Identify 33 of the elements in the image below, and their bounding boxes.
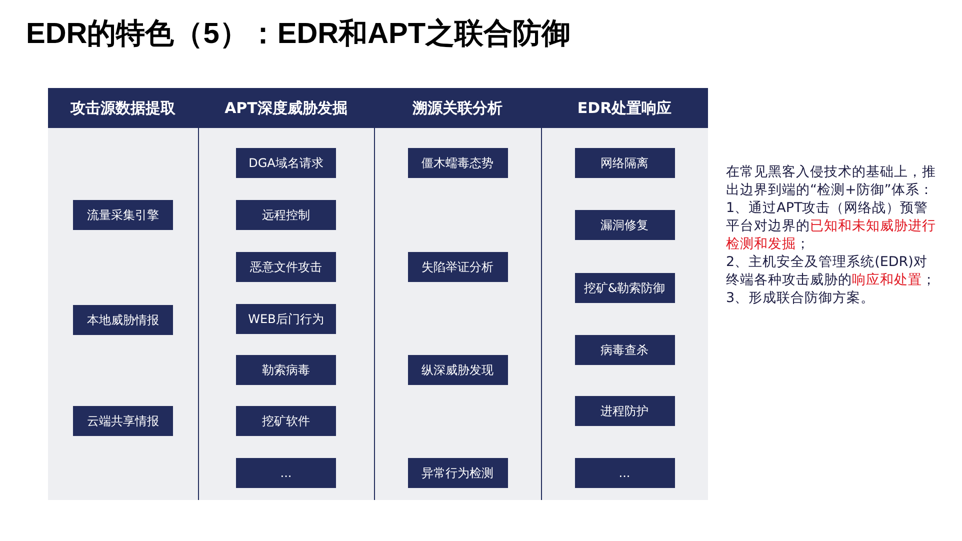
description-paragraph: 1、通过APT攻击（网络战）预警平台对边界的已知和未知威胁进行检测和发掘；: [726, 199, 937, 253]
description-paragraph: 2、主机安全及管理系统(EDR)对终端各种攻击威胁的响应和处置；: [726, 253, 937, 289]
item-box: 远程控制: [236, 200, 336, 230]
table-column: [541, 88, 708, 500]
item-box: ...: [236, 458, 336, 488]
item-box: 网络隔离: [574, 148, 674, 178]
description-paragraph: 3、形成联合防御方案。: [726, 289, 876, 307]
item-box: DGA域名请求: [236, 148, 336, 178]
item-box: 云端共享情报: [73, 406, 173, 436]
description-paragraph: 在常见黑客入侵技术的基础上，推出边界到端的“检测+防御”体系：: [726, 163, 937, 199]
table-column: [198, 88, 374, 500]
table-column: [374, 88, 541, 500]
item-box: WEB后门行为: [236, 304, 336, 334]
item-box: 僵木蠕毒态势: [408, 148, 508, 178]
column-header: EDR处置响应: [576, 98, 673, 119]
column-header: 攻击源数据提取: [69, 98, 176, 119]
item-box: ...: [574, 458, 674, 488]
item-box: 进程防护: [574, 396, 674, 426]
item-box: 勒索病毒: [236, 355, 336, 385]
item-box: 恶意文件攻击: [236, 252, 336, 282]
item-box: 漏洞修复: [574, 210, 674, 240]
item-box: 流量采集引擎: [73, 200, 173, 230]
item-box: 纵深威胁发现: [408, 355, 508, 385]
item-box: 失陷举证分析: [408, 252, 508, 282]
item-box: 本地威胁情报: [73, 305, 173, 335]
item-box: 病毒查杀: [574, 335, 674, 365]
table-column: [48, 88, 198, 500]
item-box: 挖矿&勒索防御: [574, 273, 674, 303]
column-header: APT深度威胁发掘: [224, 98, 348, 119]
title: EDR的特色（5）：EDR和APT之联合防御: [26, 16, 571, 52]
item-box: 异常行为检测: [408, 458, 508, 488]
item-box: 挖矿软件: [236, 406, 336, 436]
column-header: 溯源关联分析: [412, 98, 504, 119]
